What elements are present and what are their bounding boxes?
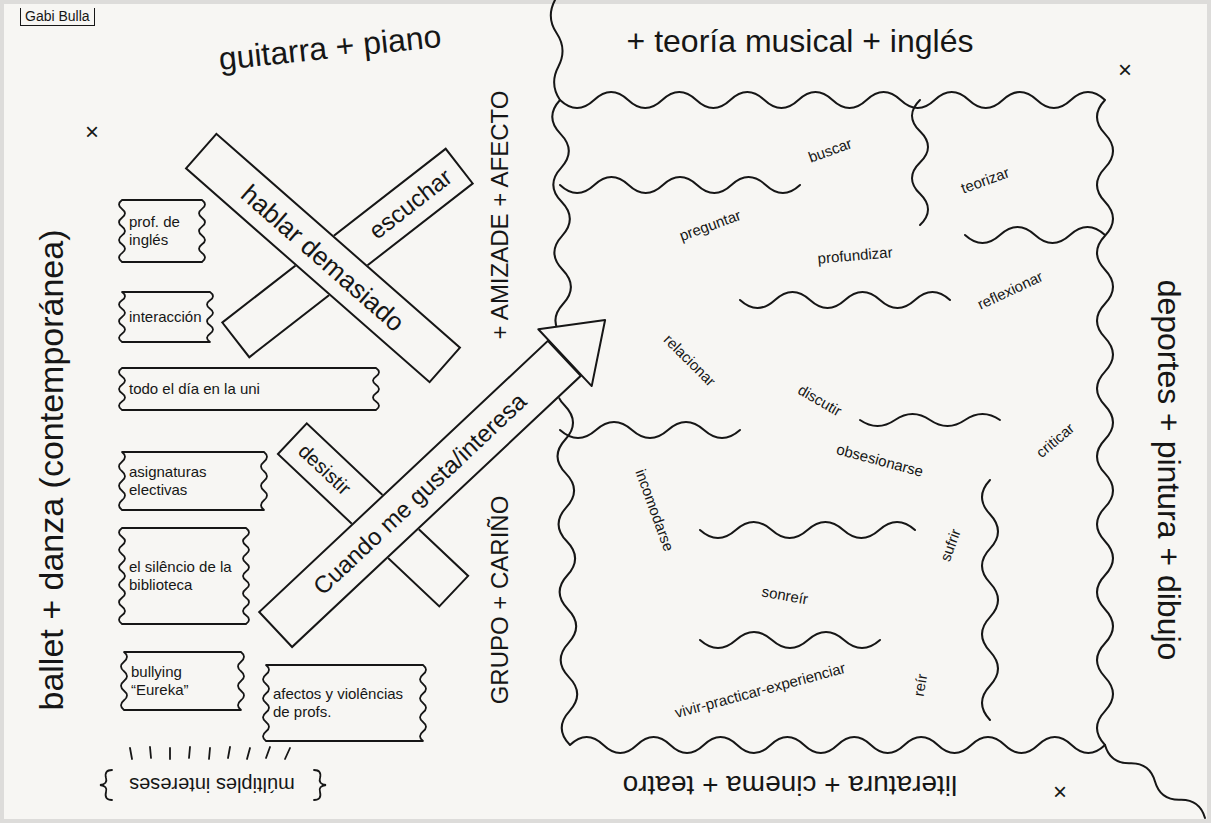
maze-word: reflexionar <box>975 268 1045 311</box>
box-text: asignaturas electivas <box>129 463 257 499</box>
interest-note: múltiples intereses <box>129 774 295 796</box>
maze-wall <box>860 414 1000 426</box>
interest-list: + teoría musical + inglés <box>627 24 974 59</box>
author-signature: Gabi Bulla <box>20 8 95 26</box>
vertical-note: GRUPO + CARIÑO <box>487 496 513 705</box>
wavy-box: bullying “Eureka” <box>120 652 245 710</box>
maze-word: criticar <box>1033 420 1076 460</box>
maze-wall <box>740 292 950 308</box>
box-text: todo el día en la uni <box>129 380 369 398</box>
maze-word: vivir-practicar-experienciar <box>673 660 847 720</box>
maze-word: discutir <box>796 382 845 419</box>
maze-wall <box>551 0 563 100</box>
box-text: interacción <box>129 308 203 326</box>
maze-word: sonreír <box>761 584 810 607</box>
cross-mark: × <box>85 119 99 145</box>
wavy-box: afectos y violências de profs. <box>262 665 427 741</box>
interest-list: literatura + cinema + teatro <box>623 770 958 801</box>
wavy-outline-path <box>121 652 244 710</box>
wavy-box: asignaturas electivas <box>118 452 268 510</box>
maze-word: relacionar <box>661 331 718 388</box>
curly-brace <box>100 770 112 800</box>
maze-word: teorizar <box>959 164 1011 195</box>
maze-wall <box>560 177 800 193</box>
maze-wall <box>912 100 928 225</box>
wavy-box: el silêncio de la biblioteca <box>118 528 250 624</box>
maze-wall <box>982 480 998 720</box>
maze-walls <box>540 0 1211 823</box>
wavy-outline-path <box>119 452 267 510</box>
wavy-outline-path <box>119 292 213 342</box>
sparkle-tick <box>130 747 290 759</box>
interest-list: deportes + pintura + dibujo <box>1150 280 1185 661</box>
maze-wall <box>965 227 1105 243</box>
maze-word: sufrir <box>937 527 962 563</box>
maze-wall <box>700 632 880 648</box>
maze-word: reír <box>911 673 930 698</box>
vertical-note: + AMIZADE + AFECTO <box>487 91 513 340</box>
maze-wall <box>1105 745 1205 818</box>
cross-mark: × <box>1053 779 1067 805</box>
maze-word: incomodarse <box>633 467 676 553</box>
arrow-head-outline <box>538 292 631 387</box>
box-text: prof. de inglés <box>129 213 195 249</box>
maze-word: buscar <box>806 135 853 164</box>
wavy-box: prof. de inglés <box>118 200 206 262</box>
wavy-outline-path <box>119 528 249 624</box>
maze-wall <box>700 522 915 538</box>
wavy-box: interacción <box>118 292 214 342</box>
wavy-outline-path <box>119 368 379 410</box>
maze-word: obsesionarse <box>835 441 925 479</box>
box-text: afectos y violências de profs. <box>273 685 416 721</box>
interest-list: ballet + danza (contemporánea) <box>33 229 70 710</box>
wavy-outline-path <box>263 665 426 741</box>
box-text: el silêncio de la biblioteca <box>129 558 239 594</box>
wavy-outline-path <box>119 200 205 262</box>
maze-outline: preguntar buscar teorizar profundizar reflex… <box>540 0 1211 823</box>
maze-word: preguntar <box>677 207 742 243</box>
box-text: bullying “Eureka” <box>131 663 234 699</box>
maze-wall <box>560 422 740 438</box>
cross-mark: × <box>1118 57 1132 83</box>
curly-brace <box>314 770 326 800</box>
maze-word: profundizar <box>817 244 893 265</box>
maze-wall <box>552 92 1113 753</box>
wavy-box: todo el día en la uni <box>118 368 380 410</box>
